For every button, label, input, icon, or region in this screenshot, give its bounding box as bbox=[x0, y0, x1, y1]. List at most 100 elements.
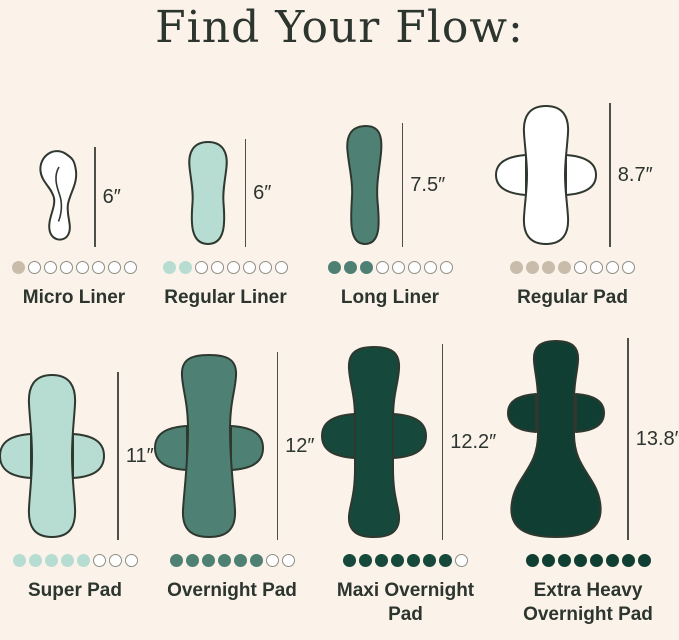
empty-dot bbox=[27, 261, 41, 274]
empty-dot bbox=[423, 261, 437, 274]
filled-dot bbox=[439, 554, 452, 567]
filled-dot bbox=[542, 261, 555, 274]
filled-dot bbox=[185, 554, 199, 567]
filled-dot bbox=[249, 554, 263, 567]
absorbency-dots bbox=[327, 261, 453, 274]
filled-dot bbox=[510, 261, 523, 274]
filled-dot bbox=[589, 554, 603, 567]
filled-dot bbox=[76, 554, 90, 567]
absorbency-dots bbox=[525, 554, 651, 567]
absorbency-dots bbox=[510, 261, 635, 274]
empty-dot bbox=[91, 261, 105, 274]
measurement: 11″ bbox=[117, 372, 154, 540]
height-label: 6″ bbox=[253, 181, 272, 204]
filled-dot bbox=[359, 261, 373, 274]
filled-dot bbox=[343, 261, 357, 274]
empty-dot bbox=[211, 261, 224, 274]
filled-dot bbox=[179, 261, 192, 274]
filled-dot bbox=[327, 261, 341, 274]
absorbency-dots bbox=[343, 554, 468, 567]
measure-line bbox=[276, 352, 279, 540]
regular-pad-illustration bbox=[495, 105, 598, 245]
product-label: Overnight Pad bbox=[167, 580, 297, 601]
product-label: Super Pad bbox=[28, 580, 122, 601]
height-label: 8.7″ bbox=[617, 163, 653, 186]
filled-dot bbox=[375, 554, 388, 567]
filled-dot bbox=[621, 554, 635, 567]
product-cell-maxi-overnight-pad: 12.2″ Maxi Overnight Pad bbox=[318, 336, 496, 627]
absorbency-dots bbox=[12, 554, 138, 567]
page-title: Find Your Flow: bbox=[155, 2, 524, 53]
filled-dot bbox=[423, 554, 436, 567]
empty-dot bbox=[108, 554, 122, 567]
measure-line bbox=[609, 103, 611, 247]
figure-area: 8.7″ bbox=[492, 95, 653, 247]
filled-dot bbox=[11, 261, 25, 274]
empty-dot bbox=[75, 261, 89, 274]
empty-dot bbox=[92, 554, 106, 567]
absorbency-dots bbox=[11, 261, 137, 274]
empty-dot bbox=[259, 261, 272, 274]
filled-dot bbox=[526, 261, 539, 274]
measurement: 13.8″ bbox=[627, 338, 679, 540]
long-liner-illustration bbox=[346, 125, 383, 245]
figure-area: 12″ bbox=[150, 336, 314, 540]
measurement: 7.5″ bbox=[401, 123, 446, 247]
height-label: 7.5″ bbox=[410, 173, 446, 196]
overnight-pad-illustration bbox=[153, 354, 264, 538]
maxi-overnight-pad-illustration bbox=[320, 346, 427, 538]
filled-dot bbox=[525, 554, 539, 567]
product-cell-regular-pad: 8.7″ Regular Pad bbox=[480, 95, 665, 310]
filled-dot bbox=[407, 554, 420, 567]
figure-area: 12.2″ bbox=[315, 336, 496, 540]
filled-dot bbox=[558, 261, 571, 274]
extra-heavy-overnight-pad-illustration bbox=[507, 340, 606, 538]
empty-dot bbox=[407, 261, 421, 274]
product-cell-extra-heavy-overnight-pad: 13.8″ Extra Heavy Overnight Pad bbox=[498, 336, 679, 627]
filled-dot bbox=[163, 261, 176, 274]
measurement: 12.2″ bbox=[441, 344, 496, 540]
figure-area: 13.8″ bbox=[494, 336, 679, 540]
empty-dot bbox=[243, 261, 256, 274]
empty-dot bbox=[391, 261, 405, 274]
filled-dot bbox=[605, 554, 619, 567]
empty-dot bbox=[455, 554, 468, 567]
height-label: 11″ bbox=[125, 444, 154, 467]
measure-line bbox=[627, 338, 629, 540]
filled-dot bbox=[28, 554, 42, 567]
filled-dot bbox=[169, 554, 183, 567]
height-label: 13.8″ bbox=[635, 427, 679, 450]
measurement: 6″ bbox=[94, 147, 121, 247]
empty-dot bbox=[439, 261, 453, 274]
product-label: Micro Liner bbox=[22, 287, 126, 308]
figure-area: 11″ bbox=[0, 336, 154, 540]
product-cell-micro-liner: 6″ Micro Liner bbox=[4, 95, 144, 310]
empty-dot bbox=[195, 261, 208, 274]
empty-dot bbox=[123, 261, 137, 274]
product-cell-overnight-pad: 12″ Overnight Pad bbox=[150, 336, 314, 603]
empty-dot bbox=[107, 261, 121, 274]
filled-dot bbox=[60, 554, 74, 567]
absorbency-dots bbox=[169, 554, 295, 567]
empty-dot bbox=[606, 261, 619, 274]
empty-dot bbox=[59, 261, 73, 274]
empty-dot bbox=[375, 261, 389, 274]
micro-liner-illustration bbox=[39, 150, 78, 241]
figure-area: 6″ bbox=[180, 95, 272, 247]
empty-dot bbox=[275, 261, 288, 274]
filled-dot bbox=[44, 554, 58, 567]
empty-dot bbox=[227, 261, 240, 274]
measurement: 6″ bbox=[244, 139, 272, 247]
filled-dot bbox=[573, 554, 587, 567]
empty-dot bbox=[43, 261, 57, 274]
filled-dot bbox=[557, 554, 571, 567]
product-cell-super-pad: 11″ Super Pad bbox=[0, 336, 154, 603]
measure-line bbox=[94, 147, 96, 247]
product-cell-regular-liner: 6″ Regular Liner bbox=[148, 95, 303, 310]
product-label: Regular Liner bbox=[164, 287, 287, 308]
filled-dot bbox=[391, 554, 404, 567]
measure-line bbox=[244, 139, 247, 247]
filled-dot bbox=[217, 554, 231, 567]
product-label: Long Liner bbox=[340, 287, 440, 308]
